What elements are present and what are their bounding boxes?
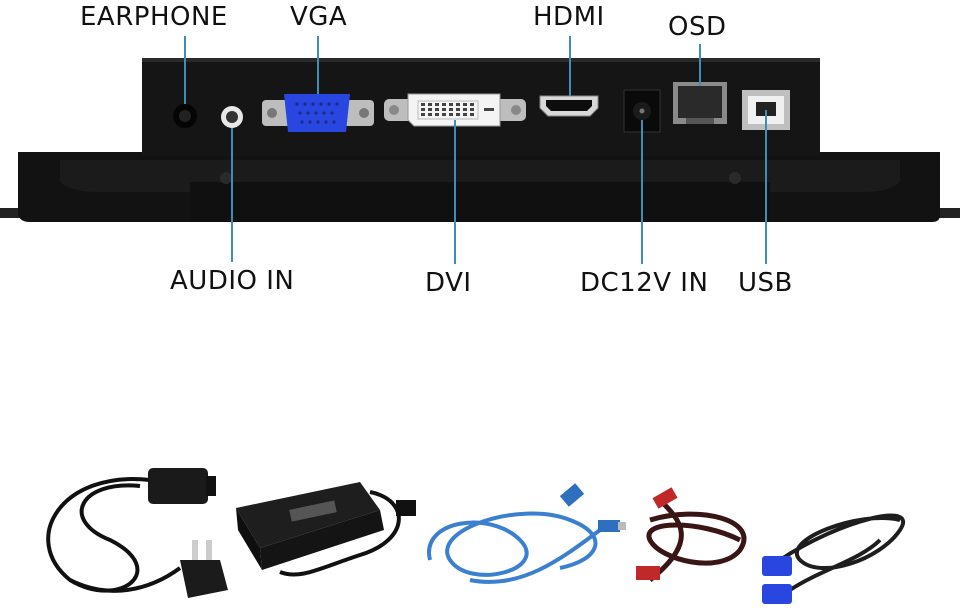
label-usb: USB (738, 268, 793, 298)
monitor-rear-panel (0, 58, 960, 222)
earphone-port (173, 104, 197, 128)
vga-port (262, 94, 374, 132)
label-dvi: DVI (425, 268, 472, 298)
dvi-port (384, 93, 526, 127)
osd-port (673, 82, 727, 124)
usb-cable-image (427, 483, 626, 584)
power-adapter-image (236, 482, 416, 577)
label-osd: OSD (668, 12, 727, 42)
hdmi-cable-image (636, 487, 747, 582)
callout-lines (184, 36, 767, 264)
label-dc12v-in: DC12V IN (580, 268, 709, 298)
usb-port (742, 90, 790, 130)
label-hdmi: HDMI (533, 2, 605, 32)
hdmi-port (539, 95, 599, 117)
vga-cable-image (762, 513, 905, 604)
label-earphone: EARPHONE (80, 2, 228, 32)
label-audio-in: AUDIO IN (170, 266, 295, 296)
audio-in-port (221, 106, 243, 128)
label-vga: VGA (290, 2, 348, 32)
power-cord-image (46, 468, 228, 598)
